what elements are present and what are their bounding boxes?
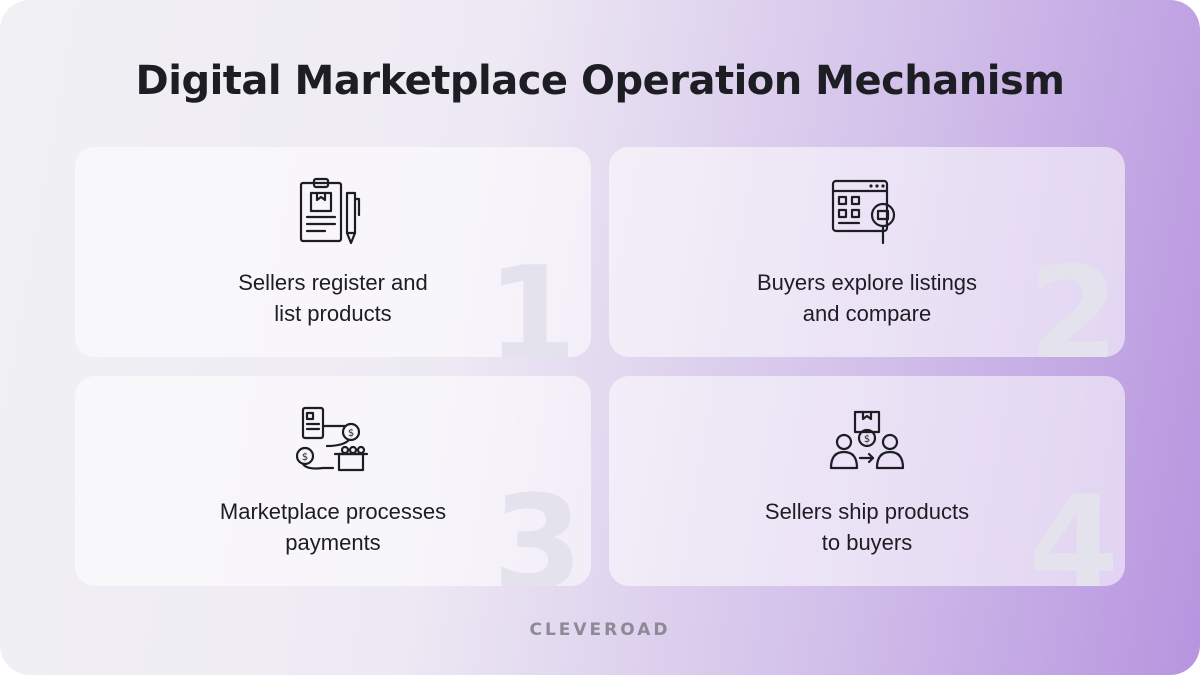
step-label-line: list products [274,301,392,326]
step-card-4: 4 $ Sellers ship products to buyers [609,376,1125,586]
page-title: Digital Marketplace Operation Mechanism [135,58,1065,104]
clipboard-pen-icon [299,177,361,245]
step-label: Buyers explore listings and compare [609,267,1125,329]
step-label-line: payments [285,530,381,555]
step-label: Marketplace processes payments [75,496,591,558]
browser-search-icon [831,179,896,245]
step-number: 3 [492,467,583,586]
step-label-line: to buyers [821,530,913,555]
payment-flow-icon: $ $ [295,406,369,472]
svg-text:$: $ [864,434,870,445]
step-label: Sellers register and list products [75,267,591,329]
step-card-3: 3 $ $ Marketplace processes payments [75,376,591,586]
step-card-1: 1 Sellers register and list products [75,147,591,357]
step-label: Sellers ship products to buyers [609,496,1125,558]
step-card-2: 2 Buyers explore listings and compare [609,147,1125,357]
step-label-line: Sellers ship products [764,499,970,524]
brand-logo: CLEVEROAD [529,620,671,640]
svg-text:$: $ [348,428,354,439]
step-number: 2 [1028,238,1119,357]
svg-text:$: $ [302,452,308,463]
step-label-line: and compare [802,301,932,326]
step-number: 4 [1028,467,1119,586]
step-number: 1 [486,238,577,357]
shipping-exchange-icon: $ [829,410,905,470]
step-label-line: Sellers register and [238,270,428,295]
step-label-line: Buyers explore listings [756,270,978,295]
step-label-line: Marketplace processes [219,499,447,524]
